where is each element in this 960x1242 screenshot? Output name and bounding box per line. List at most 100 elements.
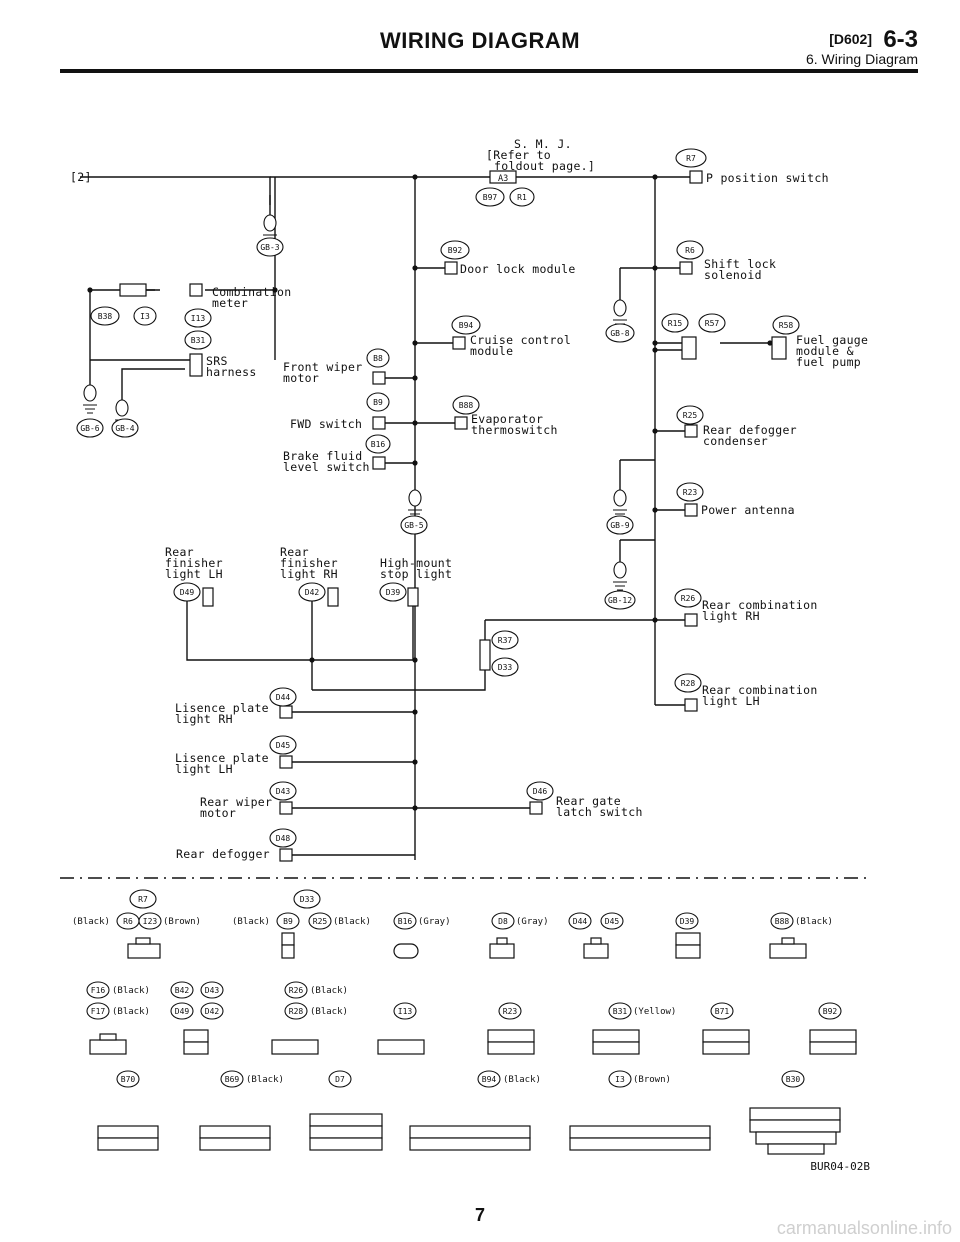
svg-text:Rear defogger: Rear defogger [703,423,797,437]
svg-text:B70: B70 [121,1075,136,1084]
watermark: carmanualsonline.info [776,1218,952,1238]
svg-text:(Black): (Black) [795,917,833,927]
connector-I3: I3 [140,312,150,321]
svg-text:B42: B42 [175,986,190,995]
svg-text:Rear gate: Rear gate [556,794,621,808]
svg-text:D7: D7 [335,1075,345,1084]
connector-B16: B16 [371,440,386,449]
connector-B9: B9 [373,398,383,407]
svg-text:D43: D43 [205,986,220,995]
connector-D49: D49 [180,588,195,597]
page-number: 7 [474,1205,485,1225]
figure-code: BUR04-02B [810,1160,870,1173]
svg-text:R26: R26 [289,986,304,995]
connector-D46: D46 [533,787,548,796]
svg-text:D33: D33 [300,895,315,904]
svg-text:light RH: light RH [280,567,338,581]
svg-text:Rear: Rear [165,545,194,559]
smj-label: S. M. J. [Refer to foldout page.] [486,137,595,173]
connector-badges: R7 B97 R1 B92 R6 B38 I3 I13 B94 GB-8 R15… [76,148,800,848]
svg-text:S. M. J.: S. M. J. [514,137,572,151]
svg-text:(Brown): (Brown) [633,1075,671,1085]
svg-text:R23: R23 [503,1007,518,1016]
connector-R7: R7 [686,154,696,163]
svg-text:Rear combination: Rear combination [702,683,818,697]
connector-B38: B38 [98,312,113,321]
svg-text:Lisence plate: Lisence plate [175,751,269,765]
connector-B8: B8 [373,354,383,363]
svg-text:Power antenna: Power antenna [701,503,795,517]
svg-text:light LH: light LH [175,762,233,776]
svg-text:(Black): (Black) [112,1007,150,1017]
svg-text:solenoid: solenoid [704,268,762,282]
svg-text:Rear: Rear [280,545,309,559]
svg-text:Lisence plate: Lisence plate [175,701,269,715]
svg-text:(Black): (Black) [333,917,371,927]
svg-text:thermoswitch: thermoswitch [471,423,558,437]
component-labels: P position switch Shift lock solenoid Do… [165,171,868,861]
svg-text:R28: R28 [289,1007,304,1016]
connector-I13: I13 [191,314,206,323]
svg-text:finisher: finisher [280,556,338,570]
connector-D43: D43 [276,787,291,796]
svg-text:High-mount: High-mount [380,556,452,570]
svg-text:I13: I13 [398,1007,413,1016]
connector-D42: D42 [305,588,320,597]
svg-text:I23: I23 [143,917,158,926]
svg-text:motor: motor [200,806,236,820]
svg-text:Brake fluid: Brake fluid [283,449,362,463]
connector-B94: B94 [459,321,474,330]
connector-R23: R23 [683,488,698,497]
svg-text:I3: I3 [615,1075,625,1084]
connector-R25: R25 [683,411,698,420]
svg-text:Evaporator: Evaporator [471,412,543,426]
svg-text:Rear defogger: Rear defogger [176,847,270,861]
svg-text:Rear combination: Rear combination [702,598,818,612]
svg-text:Combination: Combination [212,285,291,299]
svg-text:Rear wiper: Rear wiper [200,795,272,809]
svg-text:FWD switch: FWD switch [290,417,362,431]
svg-text:light LH: light LH [165,567,223,581]
svg-text:(Black): (Black) [232,917,270,927]
svg-text:B71: B71 [715,1007,730,1016]
connector-GB3: GB-3 [260,243,279,252]
svg-text:R25: R25 [313,917,328,926]
connector-R15: R15 [668,319,683,328]
svg-text:foldout page.]: foldout page.] [494,159,595,173]
svg-text:module &: module & [796,344,854,358]
svg-text:B92: B92 [823,1007,838,1016]
svg-text:P position switch: P position switch [706,171,829,185]
svg-text:stop light: stop light [380,567,452,581]
svg-text:B94: B94 [482,1075,497,1084]
svg-text:(Black): (Black) [503,1075,541,1085]
connector-R28: R28 [681,679,696,688]
connector-GB9: GB-9 [610,521,629,530]
svg-text:fuel pump: fuel pump [796,355,861,369]
svg-text:B69: B69 [225,1075,240,1084]
svg-text:module: module [470,344,513,358]
connector-D44: D44 [276,693,291,702]
connector-B88: B88 [459,401,474,410]
connector-legend: R7 D33 (Black) R6 I23 (Brown) (Black) B9… [72,889,857,1155]
svg-text:SRS: SRS [206,354,228,368]
svg-text:D45: D45 [605,917,620,926]
svg-text:R6: R6 [123,917,133,926]
svg-text:D39: D39 [680,917,695,926]
svg-text:B30: B30 [786,1075,801,1084]
connector-R57: R57 [705,319,720,328]
svg-text:D49: D49 [175,1007,190,1016]
svg-text:motor: motor [283,371,319,385]
svg-text:B31: B31 [613,1007,628,1016]
page-title: WIRING DIAGRAM [379,28,581,53]
connector-R1: R1 [517,193,527,202]
svg-text:F16: F16 [91,986,106,995]
smj-pin: A3 [498,174,508,184]
connector-pins: A3 [119,170,787,862]
connector-B92: B92 [448,246,463,255]
svg-text:R7: R7 [138,895,148,904]
connector-D33: D33 [498,663,513,672]
connector-R6: R6 [685,246,695,255]
ground-symbols [83,214,627,591]
svg-text:condenser: condenser [703,434,768,448]
svg-text:Door lock module: Door lock module [460,262,576,276]
